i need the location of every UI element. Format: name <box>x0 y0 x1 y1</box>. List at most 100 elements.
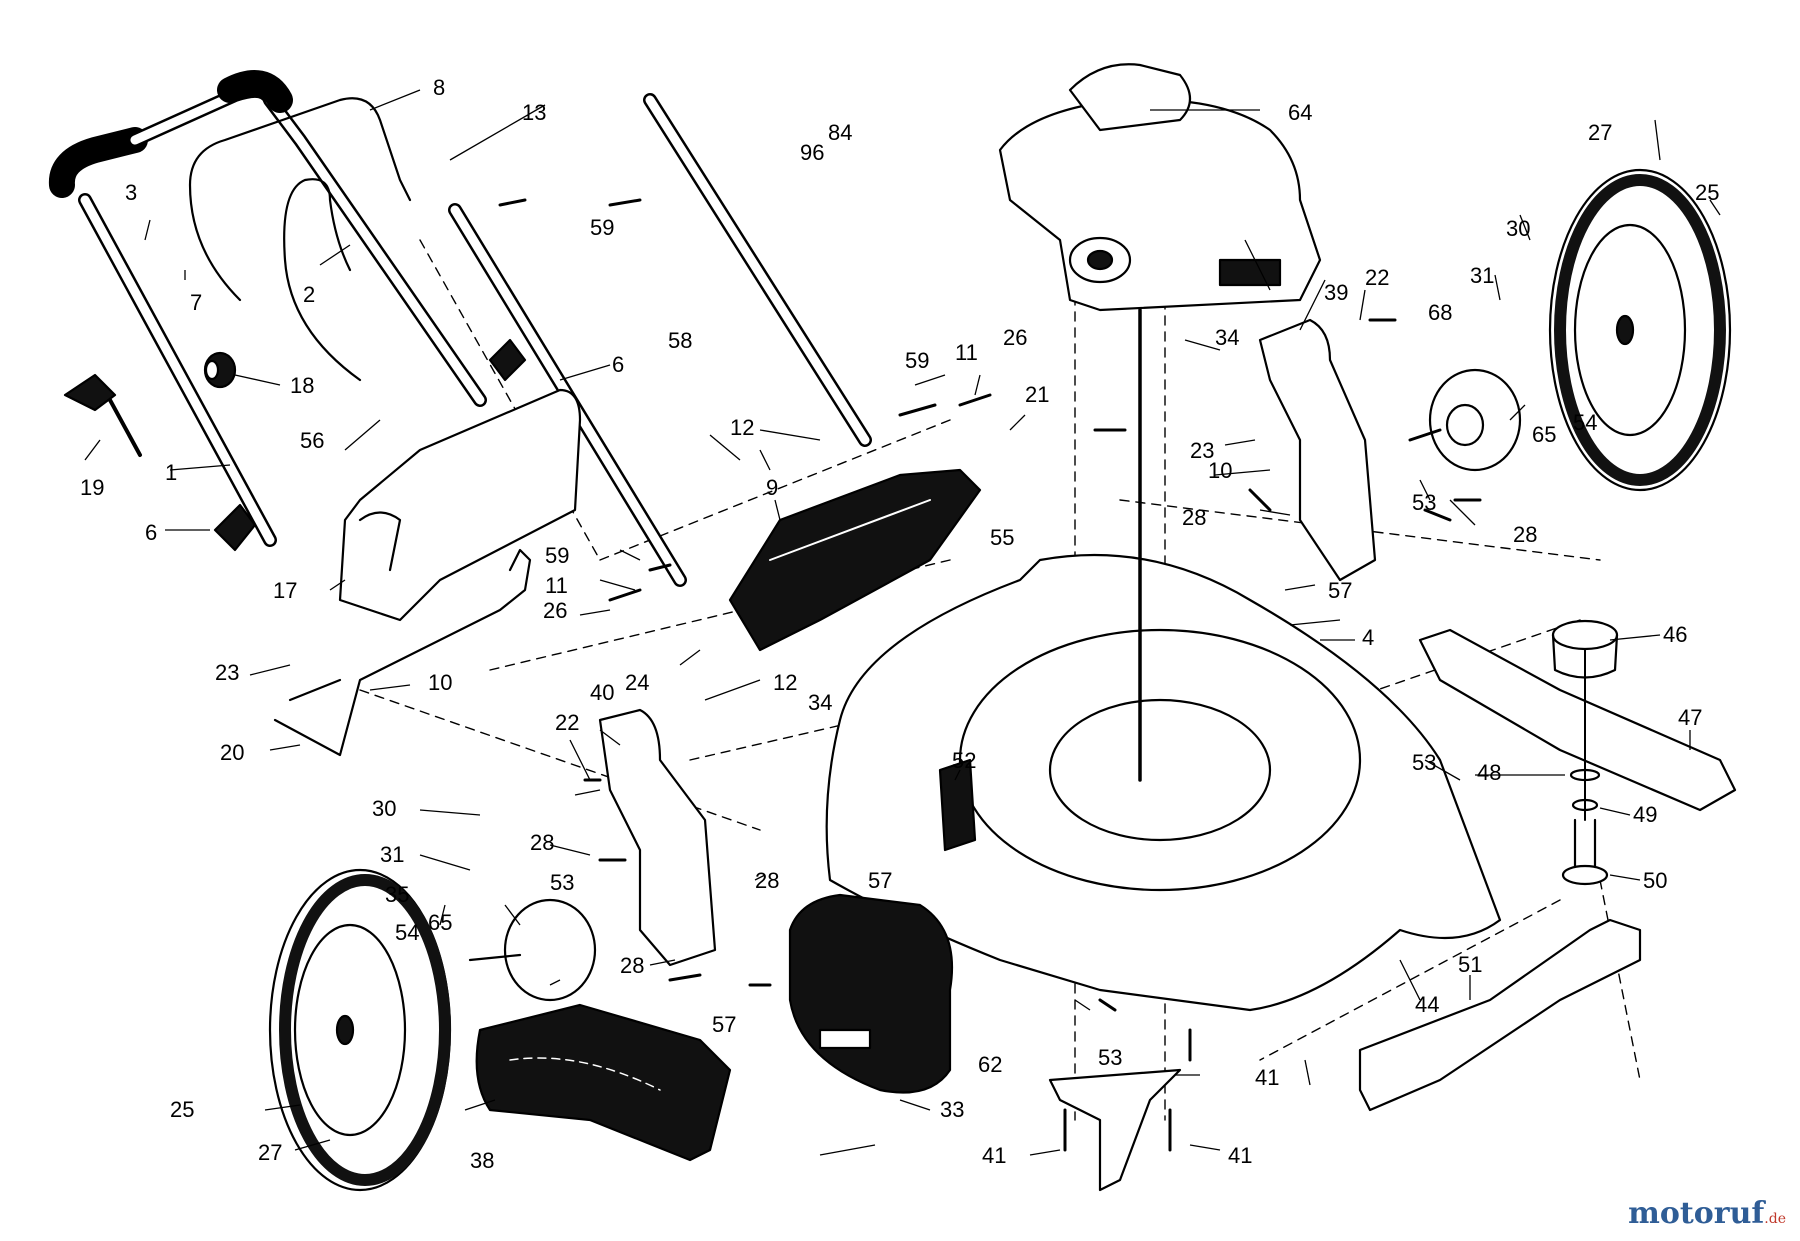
callout-17: 17 <box>273 578 297 603</box>
callout-64: 64 <box>1288 100 1312 125</box>
mulch-plug-33 <box>788 893 954 1094</box>
callout-68: 68 <box>1428 300 1452 325</box>
watermark-tld: .de <box>1764 1211 1786 1227</box>
callout-2: 2 <box>303 282 315 307</box>
callout-34-left: 34 <box>808 690 832 715</box>
mulch-cover-38 <box>475 1003 732 1162</box>
deck-skirt-52 <box>938 758 977 852</box>
callout-9: 9 <box>766 475 778 500</box>
callout-13: 13 <box>522 100 546 125</box>
callout-23-right: 23 <box>1190 438 1214 463</box>
callout-41-left-lower: 41 <box>982 1143 1006 1168</box>
callout-38: 38 <box>470 1148 494 1173</box>
callout-7: 7 <box>190 290 202 315</box>
handle-knob-upper <box>63 373 142 457</box>
wheel-bracket-40 <box>598 708 717 967</box>
callout-28-left-mid: 28 <box>755 868 779 893</box>
callout-25-right: 25 <box>1695 180 1719 205</box>
callout-22-left: 22 <box>555 710 579 735</box>
bail-control-bar <box>188 97 412 302</box>
callout-53-right-lower: 53 <box>1412 750 1436 775</box>
callout-59-upper: 59 <box>590 215 614 240</box>
handle-knob-6-lower <box>213 503 257 552</box>
callout-11-upper: 11 <box>955 340 978 365</box>
callout-96: 96 <box>800 140 824 165</box>
callout-44: 44 <box>1415 992 1439 1017</box>
callout-62: 62 <box>978 1052 1002 1077</box>
callout-10-left: 10 <box>428 670 452 695</box>
callout-leaders <box>84 89 1721 1156</box>
callout-57-left: 57 <box>712 1012 736 1037</box>
callout-1: 1 <box>165 460 177 485</box>
callout-33: 33 <box>940 1097 964 1122</box>
callout-8: 8 <box>433 75 445 100</box>
upper-handle-right <box>643 93 872 447</box>
callout-12-lower: 12 <box>773 670 797 695</box>
callout-3: 3 <box>125 180 137 205</box>
callout-46: 46 <box>1663 622 1687 647</box>
rear-door-rod-20 <box>273 548 532 757</box>
callout-41-right-upper: 41 <box>1255 1065 1279 1090</box>
callout-84: 84 <box>828 120 852 145</box>
callout-54-right: 54 <box>1573 410 1597 435</box>
callout-41-right-lower: 41 <box>1228 1143 1252 1168</box>
callout-28-left-lower: 28 <box>620 953 644 978</box>
throttle-cable <box>283 178 362 382</box>
blade-47 <box>1418 628 1737 812</box>
front-wheel-27 <box>268 868 452 1192</box>
callout-20: 20 <box>220 740 244 765</box>
callout-57-mid: 57 <box>868 868 892 893</box>
callout-51: 51 <box>1458 952 1482 977</box>
callout-6-upper: 6 <box>612 352 624 377</box>
callout-31-right: 31 <box>1470 263 1494 288</box>
handle-knob-6-right <box>488 338 527 382</box>
callout-22-right: 22 <box>1365 265 1389 290</box>
baffle-51 <box>1358 918 1642 1112</box>
callout-54-left: 54 <box>395 920 419 945</box>
upper-handle-bar <box>128 70 487 407</box>
height-adjuster-68 <box>1428 368 1522 472</box>
callout-labels: 1 2 3 4 6 6 7 8 9 10 10 11 11 12 12 13 1… <box>80 75 1719 1173</box>
callout-10-right: 10 <box>1208 458 1232 483</box>
blade-bolt-50 <box>1561 818 1609 886</box>
callout-49: 49 <box>1633 802 1657 827</box>
callout-12-upper: 12 <box>730 415 754 440</box>
bracket-62 <box>1048 1068 1182 1192</box>
lower-handle-left <box>48 127 277 547</box>
grommet-18 <box>203 351 237 389</box>
callout-58: 58 <box>668 328 692 353</box>
engine-64 <box>998 63 1322 312</box>
callout-6-lower: 6 <box>145 520 157 545</box>
callout-57-right: 57 <box>1328 578 1352 603</box>
callout-50: 50 <box>1643 868 1667 893</box>
callout-55: 55 <box>990 525 1014 550</box>
callout-40: 40 <box>590 680 614 705</box>
watermark-logo: motoruf.de <box>1628 1196 1786 1231</box>
callout-4: 4 <box>1362 625 1374 650</box>
callout-24: 24 <box>625 670 649 695</box>
callout-28-deck: 28 <box>1182 505 1206 530</box>
bolt-group <box>498 198 1482 1152</box>
callout-39: 39 <box>1324 280 1348 305</box>
callout-21: 21 <box>1025 382 1049 407</box>
callout-47: 47 <box>1678 705 1702 730</box>
callout-30-right: 30 <box>1506 216 1530 241</box>
callout-31-left: 31 <box>380 842 404 867</box>
rear-wheel-27 <box>1548 168 1732 492</box>
callout-48: 48 <box>1477 760 1501 785</box>
callout-65-left: 65 <box>428 910 452 935</box>
callout-30-left: 30 <box>372 796 396 821</box>
callout-59-mid: 59 <box>905 348 929 373</box>
callout-28-left-upper: 28 <box>530 830 554 855</box>
callout-26-lower: 26 <box>543 598 567 623</box>
watermark-brand: motoruf <box>1628 1196 1765 1231</box>
callout-65-right: 65 <box>1532 422 1556 447</box>
mower-deck-44 <box>825 553 1502 1012</box>
callout-56: 56 <box>300 428 324 453</box>
height-adjuster-35 <box>468 898 597 1002</box>
callout-59-lower: 59 <box>545 543 569 568</box>
discharge-chute-9 <box>728 468 982 652</box>
rear-door-17 <box>338 388 582 622</box>
callout-53-right-upper: 53 <box>1412 490 1436 515</box>
callout-18: 18 <box>290 373 314 398</box>
